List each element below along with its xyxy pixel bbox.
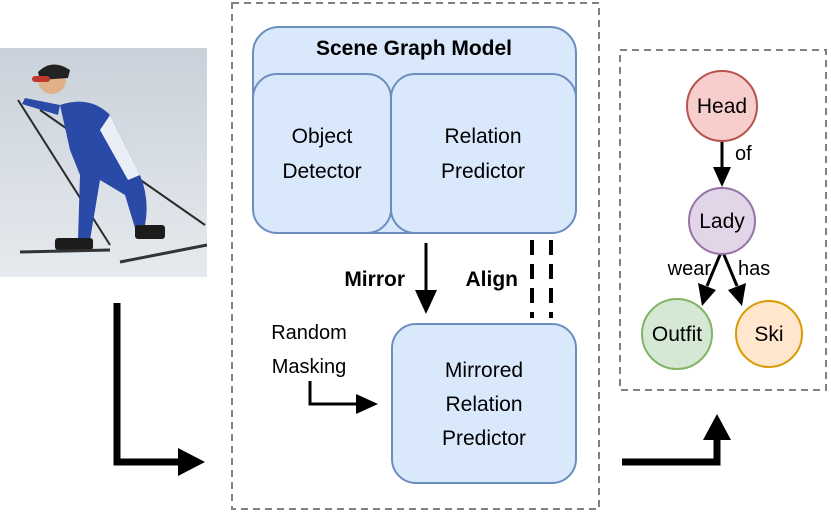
node-head xyxy=(686,70,758,142)
random-masking-arrow xyxy=(308,381,378,414)
mirror-arrow xyxy=(415,243,437,314)
relation-predictor-box xyxy=(390,73,577,234)
object-detector-label-1: Object xyxy=(292,125,353,148)
node-ski-label: Ski xyxy=(754,323,783,346)
random-masking-label-2: Masking xyxy=(272,356,346,378)
node-lady-label: Lady xyxy=(699,210,745,233)
edge-head-lady xyxy=(713,141,731,187)
edge-label-of: of xyxy=(735,143,752,165)
node-outfit-label: Outfit xyxy=(652,323,702,346)
mirrored-label-1: Mirrored xyxy=(445,359,523,382)
align-label: Align xyxy=(466,268,519,291)
relation-predictor-label-2: Predictor xyxy=(441,160,525,183)
model-container xyxy=(231,2,600,510)
edge-label-has: has xyxy=(738,258,770,280)
node-ski xyxy=(735,300,803,368)
mirror-label: Mirror xyxy=(344,268,405,291)
output-flow-arrow xyxy=(622,414,731,466)
node-lady xyxy=(688,187,756,255)
scene-graph-model-title: Scene Graph Model xyxy=(316,37,512,60)
edge-lady-ski xyxy=(720,249,746,306)
input-flow-arrow xyxy=(113,303,205,476)
input-photo xyxy=(0,48,208,277)
edge-label-wear: wear xyxy=(667,258,712,280)
edge-lady-outfit xyxy=(698,249,724,306)
object-detector-label-2: Detector xyxy=(282,160,361,183)
node-head-label: Head xyxy=(697,95,747,118)
node-outfit xyxy=(641,298,713,370)
object-detector-box xyxy=(252,73,392,234)
align-connector xyxy=(530,240,553,318)
graph-container xyxy=(619,49,827,391)
mirrored-label-3: Predictor xyxy=(442,427,526,450)
random-masking-label-1: Random xyxy=(271,322,347,344)
relation-predictor-label-1: Relation xyxy=(444,125,521,148)
mirrored-label-2: Relation xyxy=(445,393,522,416)
mirrored-relation-predictor-box xyxy=(391,323,577,484)
